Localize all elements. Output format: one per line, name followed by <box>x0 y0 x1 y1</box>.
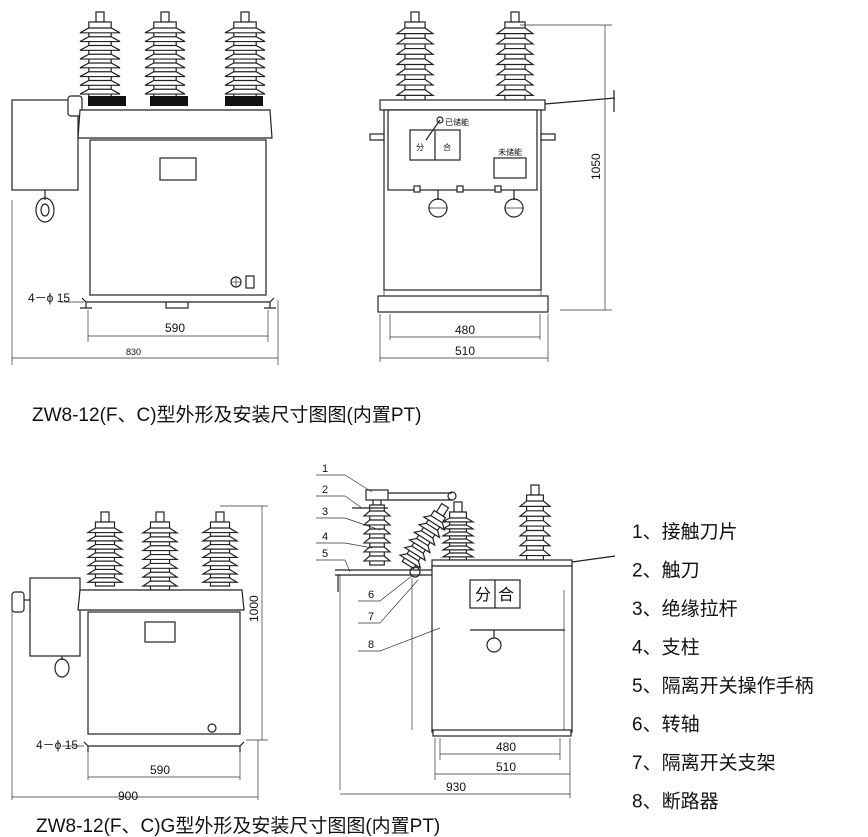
dim-total-width: 830 <box>126 347 141 357</box>
insulator <box>362 494 392 566</box>
top-cover <box>77 589 245 611</box>
legend-item: 3、绝缘拉杆 <box>632 598 738 620</box>
legend-item: 4、支柱 <box>632 637 700 659</box>
front-view-top: 4－ϕ 15 590 830 <box>11 95 279 365</box>
side-view-top: 分 合 已储能 未储能 480 510 1050 <box>369 24 616 362</box>
parts-legend: 1、接触刀片 2、触刀 3、绝缘拉杆 4、支柱 5、隔离开关操作手柄 6、转轴 7、隔离开关… <box>632 521 814 813</box>
insulator <box>395 11 435 101</box>
dim-mount: 590 <box>165 321 185 335</box>
side-view-bottom: 分 合 480 510 930 1 2 3 4 5 6 7 8 <box>316 463 616 798</box>
svg-text:未储能: 未储能 <box>498 147 522 157</box>
legend-item: 2、触刀 <box>632 560 700 582</box>
svg-text:合: 合 <box>498 586 514 604</box>
dim-side-total: 930 <box>446 780 466 794</box>
lifting-ring-icon <box>35 197 55 223</box>
hole-label: 4－ϕ 15 <box>28 291 70 305</box>
stored-indicator <box>493 157 527 179</box>
insulator <box>200 511 240 587</box>
insulator <box>144 11 186 99</box>
front-view-bottom: 4－ϕ 15 590 900 1000 <box>11 505 268 803</box>
svg-text:分: 分 <box>475 586 491 604</box>
insulator <box>79 11 121 99</box>
callout-leader <box>379 579 419 624</box>
dim-side-inner: 480 <box>496 740 516 754</box>
callout-leader <box>344 517 381 531</box>
callout-leader <box>344 542 373 549</box>
dim-total-width: 900 <box>118 789 138 803</box>
insulator <box>85 511 125 587</box>
callout-8: 8 <box>368 639 374 651</box>
callout-5: 5 <box>322 548 328 560</box>
insulator <box>398 502 450 570</box>
insulator <box>224 11 266 99</box>
svg-text:已储能: 已储能 <box>445 117 469 127</box>
callout-leader <box>344 559 351 573</box>
legend-item: 7、隔离开关支架 <box>632 752 776 774</box>
insulator <box>140 511 180 591</box>
callout-leader <box>344 474 373 493</box>
dim-side-outer: 510 <box>455 344 475 358</box>
control-cabinet <box>11 99 79 191</box>
top-cover <box>77 109 273 139</box>
dim-mount: 590 <box>150 763 170 777</box>
insulator <box>495 11 535 101</box>
callout-leader <box>379 627 441 652</box>
hole-label: 4－ϕ 15 <box>36 738 78 752</box>
control-cabinet <box>29 577 81 657</box>
caption-top: ZW8-12(F、C)型外形及安装尺寸图图(内置PT) <box>32 404 421 426</box>
legend-item: 1、接触刀片 <box>632 521 738 543</box>
legend-item: 5、隔离开关操作手柄 <box>632 675 814 697</box>
callout-leader <box>344 495 363 509</box>
callout-2: 2 <box>322 484 328 496</box>
callout-4: 4 <box>322 531 328 543</box>
svg-text:合: 合 <box>443 142 451 152</box>
callout-7: 7 <box>368 611 374 623</box>
dim-side-middle: 510 <box>496 760 516 774</box>
dim-side-inner: 480 <box>455 323 475 337</box>
callout-3: 3 <box>322 506 328 518</box>
caption-bottom: ZW8-12(F、C)G型外形及安装尺寸图图(内置PT) <box>36 815 440 837</box>
legend-item: 6、转轴 <box>632 714 700 736</box>
insulator <box>440 501 476 561</box>
dim-height: 1050 <box>589 153 603 180</box>
svg-text:分: 分 <box>416 143 424 152</box>
callout-1: 1 <box>322 463 328 475</box>
callout-leader <box>379 574 414 602</box>
legend-item: 8、断路器 <box>632 791 719 813</box>
dim-height: 1000 <box>247 595 261 622</box>
base <box>432 729 572 737</box>
callout-6: 6 <box>368 589 374 601</box>
base <box>377 295 549 313</box>
insulator <box>518 484 552 561</box>
